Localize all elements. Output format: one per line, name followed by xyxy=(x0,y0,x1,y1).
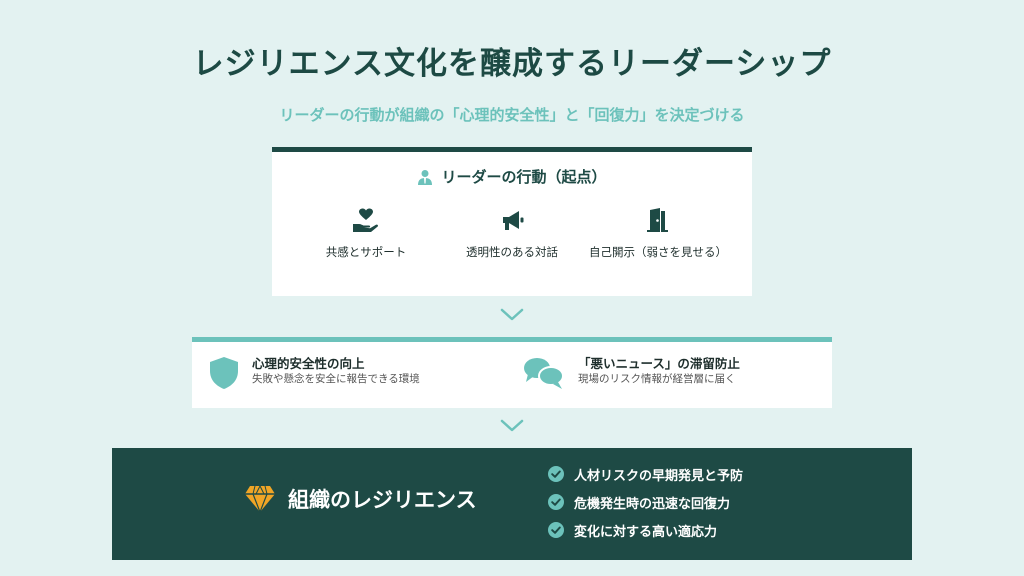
list-item-text: 変化に対する高い適応力 xyxy=(574,524,718,540)
user-tie-icon xyxy=(418,169,433,185)
check-circle-icon xyxy=(548,522,564,538)
hand-heart-icon xyxy=(353,208,378,232)
chat-bubbles-icon xyxy=(524,358,564,389)
outcome-psych-safety: 心理的安全性の向上 失敗や懸念を安全に報告できる環境 xyxy=(208,356,420,390)
list-item-text: 危機発生時の迅速な回復力 xyxy=(574,496,731,512)
outcome-desc: 現場のリスク情報が経営層に届く xyxy=(578,373,736,385)
resilience-list: 人材リスクの早期発見と予防 危機発生時の迅速な回復力 変化に対する高い適応力 xyxy=(548,460,743,544)
leader-heading-text: リーダーの行動（起点） xyxy=(441,168,607,186)
megaphone-icon xyxy=(503,211,524,230)
action-transparency: 透明性のある対話 xyxy=(432,208,592,260)
action-label: 共感とサポート xyxy=(325,245,407,259)
list-item: 変化に対する高い適応力 xyxy=(548,516,743,544)
gem-icon xyxy=(245,485,275,513)
page-subtitle: リーダーの行動が組織の「心理的安全性」と「回復力」を決定づける xyxy=(279,106,745,124)
action-label: 透明性のある対話 xyxy=(466,245,558,259)
door-open-icon xyxy=(647,208,668,232)
outcome-title: 心理的安全性の向上 xyxy=(252,356,365,371)
check-circle-icon xyxy=(548,466,564,482)
outcome-desc: 失敗や懸念を安全に報告できる環境 xyxy=(252,373,420,385)
resilience-heading: 組織のレジリエンス xyxy=(244,484,477,514)
list-item: 危機発生時の迅速な回復力 xyxy=(548,488,743,516)
leader-heading: リーダーの行動（起点） xyxy=(272,166,752,187)
action-empathy: 共感とサポート xyxy=(286,208,446,260)
list-item-text: 人材リスクの早期発見と予防 xyxy=(574,468,744,484)
shield-icon xyxy=(210,357,238,389)
action-label: 自己開示（弱さを見せる） xyxy=(589,245,727,259)
resilience-box: 組織のレジリエンス 人材リスクの早期発見と予防 危機発生時の迅速な回復力 変化に… xyxy=(112,448,912,560)
outcome-bad-news: 「悪いニュース」の滞留防止 現場のリスク情報が経営層に届く xyxy=(522,356,740,390)
leader-actions-box: リーダーの行動（起点） 共感とサポート 透明性のある対話 自己開示（弱さを見せる… xyxy=(272,147,752,296)
action-self-disclosure: 自己開示（弱さを見せる） xyxy=(578,208,738,260)
outcome-title: 「悪いニュース」の滞留防止 xyxy=(578,356,740,371)
outcomes-box: 心理的安全性の向上 失敗や懸念を安全に報告できる環境 「悪いニュース」の滞留防止… xyxy=(192,337,832,408)
page-title: レジリエンス文化を醸成するリーダーシップ xyxy=(192,46,832,82)
resilience-title: 組織のレジリエンス xyxy=(288,488,477,512)
chevron-down-icon xyxy=(500,308,524,321)
list-item: 人材リスクの早期発見と予防 xyxy=(548,460,743,488)
check-circle-icon xyxy=(548,494,564,510)
chevron-down-icon xyxy=(500,419,524,432)
